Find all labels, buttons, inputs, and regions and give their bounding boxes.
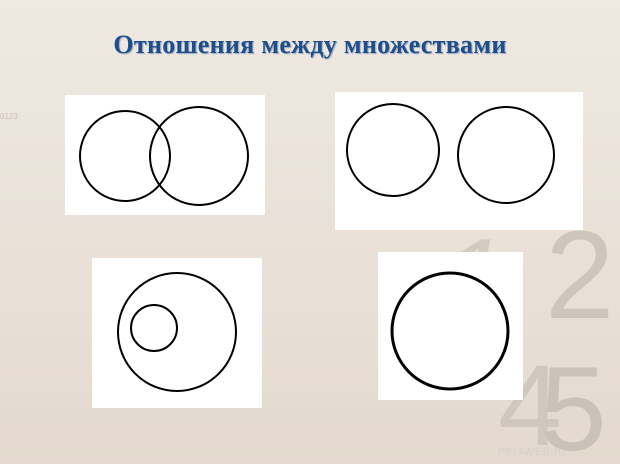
set-circle <box>390 271 510 391</box>
inner-set-circle <box>130 304 178 352</box>
outer-set-circle <box>117 272 237 392</box>
set-b-circle <box>457 106 555 204</box>
equal-sets-diagram <box>390 271 510 391</box>
panel-subset-sets <box>92 258 262 408</box>
subset-circles-diagram <box>117 272 237 392</box>
slide-title: Отношения между множествами <box>113 30 507 59</box>
digit-five: 5 <box>540 342 607 464</box>
watermark: PPt4WEB.ru <box>498 446 565 458</box>
disjoint-circles-diagram <box>346 103 555 204</box>
set-b-circle <box>149 106 249 206</box>
panel-intersecting-sets <box>65 95 265 215</box>
left-edge-mark: 0123 <box>0 112 18 121</box>
panel-disjoint-sets <box>335 92 583 230</box>
panel-single-set <box>378 252 523 400</box>
intersecting-circles-diagram <box>79 106 249 206</box>
set-a-circle <box>79 110 171 202</box>
set-a-circle <box>346 103 440 197</box>
